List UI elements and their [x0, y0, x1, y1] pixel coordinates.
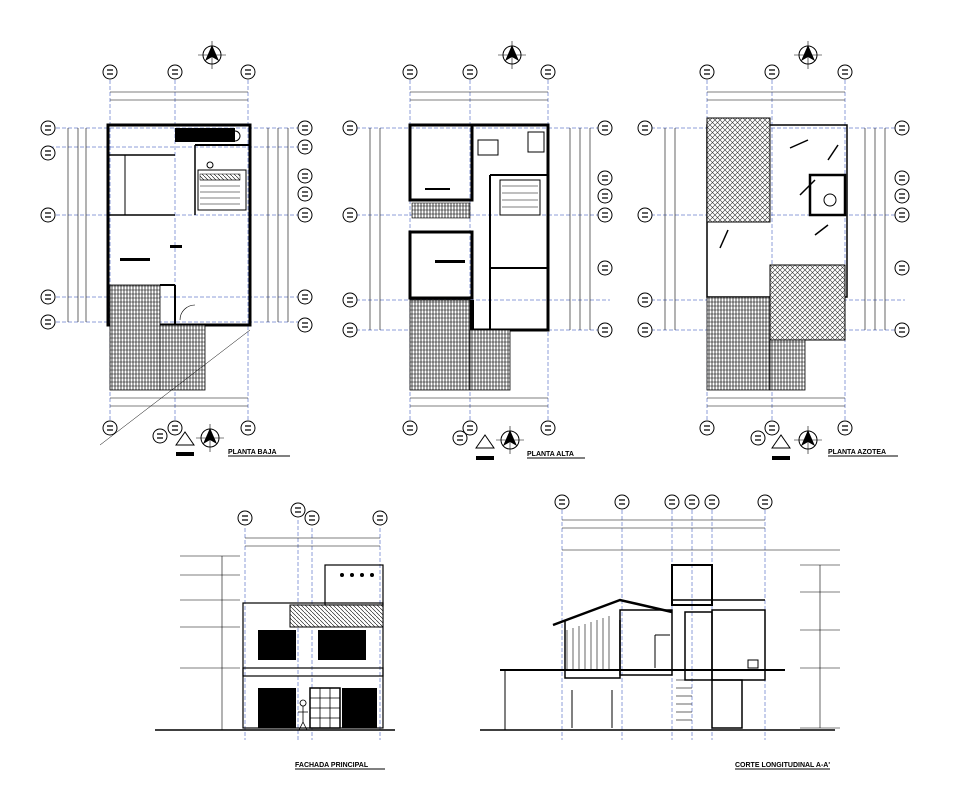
- label-planta-baja: PLANTA BAJA: [228, 449, 277, 456]
- dimension-lines: [67, 91, 289, 407]
- north-arrow-icon: [197, 40, 227, 70]
- plan-roof: PLANTA AZOTEA: [637, 40, 910, 460]
- elevation-facade: FACHADA PRINCIPAL: [155, 502, 395, 770]
- walls: [106, 123, 252, 327]
- label-fachada: FACHADA PRINCIPAL: [295, 762, 369, 769]
- label-planta-alta: PLANTA ALTA: [527, 451, 574, 458]
- plan-upper-floor: PLANTA ALTA: [342, 40, 613, 460]
- label-planta-azotea: PLANTA AZOTEA: [828, 449, 886, 456]
- plan-ground-floor: PLANTA BAJA: [40, 40, 313, 457]
- section-longitudinal: CORTE LONGITUDINAL A-A': [480, 494, 840, 770]
- label-corte: CORTE LONGITUDINAL A-A': [735, 762, 830, 769]
